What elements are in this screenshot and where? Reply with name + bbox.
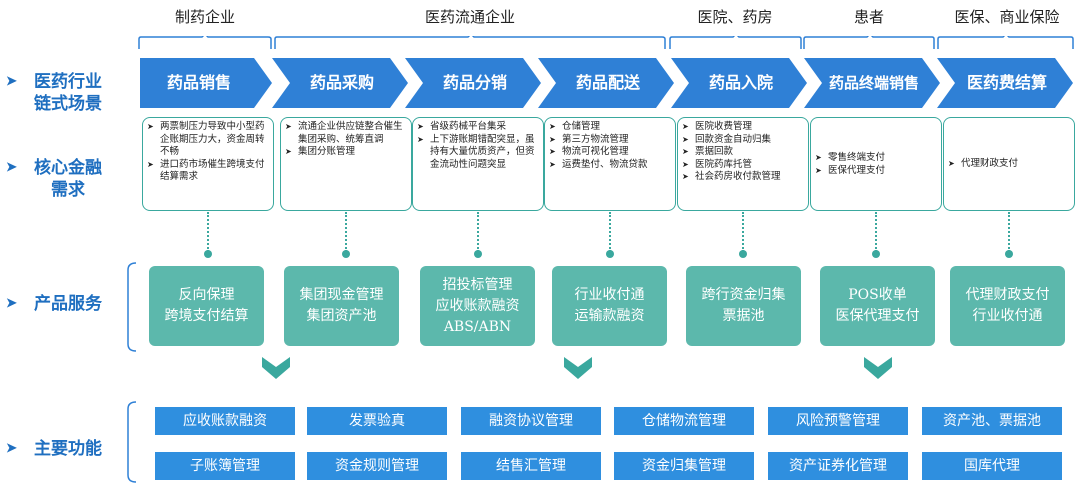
arrow-right-icon: ➤ <box>6 160 17 175</box>
function-tag: 资产池、票据池 <box>922 407 1062 435</box>
function-tag: 应收账款融资 <box>155 407 295 435</box>
need-box: 代理财政支付 <box>943 117 1075 211</box>
connector-dot <box>1005 250 1013 258</box>
need-box: 两票制压力导致中小型药企账期压力大，资金周转不畅进口药市场催生跨境支付结算需求 <box>142 117 274 211</box>
connector-dot <box>739 250 747 258</box>
need-box: 零售终端支付医保代理支付 <box>810 117 942 211</box>
stage-arrow: 药品配送 <box>538 58 674 108</box>
connector-line <box>207 212 209 252</box>
arrow-right-icon: ➤ <box>6 74 17 89</box>
product-card: POS收单医保代理支付 <box>820 266 935 346</box>
need-box: 医院收费管理回款资金自动归集票据回款医院药库托管社会药房收付款管理 <box>677 117 809 211</box>
function-tag: 子账簿管理 <box>155 452 295 480</box>
group-title: 医院、药房 <box>697 8 773 26</box>
connector-line <box>477 212 479 252</box>
product-card: 代理财政支付行业收付通 <box>950 266 1065 346</box>
connector-dot <box>606 250 614 258</box>
chevron-down-icon <box>864 357 892 379</box>
group-brace <box>803 36 935 49</box>
connector-dot <box>474 250 482 258</box>
stage-arrow: 医药费结算 <box>937 58 1073 108</box>
connector-line <box>1008 212 1010 252</box>
connector-line <box>345 212 347 252</box>
connector-line <box>609 212 611 252</box>
function-tag: 仓储物流管理 <box>614 407 754 435</box>
group-brace <box>138 36 272 49</box>
chevron-down-icon <box>262 357 290 379</box>
need-box: 流通企业供应链整合催生集团采购、统筹直调集团分账管理 <box>280 117 412 211</box>
group-braces <box>138 36 1074 49</box>
product-card: 跨行资金归集票据池 <box>686 266 801 346</box>
function-tag: 资金规则管理 <box>307 452 447 480</box>
stage-arrow: 药品入院 <box>671 58 807 108</box>
product-card: 行业收付通运输款融资 <box>552 266 667 346</box>
function-tag: 国库代理 <box>922 452 1062 480</box>
function-tag: 融资协议管理 <box>461 407 601 435</box>
product-card: 集团现金管理集团资产池 <box>284 266 399 346</box>
need-box: 仓储管理第三方物流管理物流可视化管理运费垫付、物流贷款 <box>544 117 676 211</box>
function-tag: 结售汇管理 <box>461 452 601 480</box>
chevron-down-icon <box>564 357 592 379</box>
product-row-brace <box>127 262 137 352</box>
stage-arrow: 药品分销 <box>405 58 541 108</box>
function-tag: 资金归集管理 <box>614 452 754 480</box>
stage-arrow: 药品销售 <box>140 58 272 108</box>
group-title: 制药企业 <box>174 8 235 26</box>
arrow-right-icon: ➤ <box>6 296 17 311</box>
group-title: 医保、商业保险 <box>954 8 1060 26</box>
group-title: 患者 <box>853 8 884 26</box>
need-box: 省级药械平台集采上下游账期错配突显，虽持有大量优质资产，但资金流动性问题突显 <box>412 117 544 211</box>
connector-dot <box>204 250 212 258</box>
connector-line <box>742 212 744 252</box>
function-row-brace <box>127 401 137 483</box>
connector-dot <box>872 250 880 258</box>
arrow-right-icon: ➤ <box>6 441 17 456</box>
group-brace <box>937 36 1074 49</box>
stage-arrow: 药品采购 <box>272 58 408 108</box>
function-tag: 资产证券化管理 <box>768 452 908 480</box>
stage-arrow: 药品终端销售 <box>804 58 940 108</box>
connector-line <box>875 212 877 252</box>
product-card: 反向保理跨境支付结算 <box>149 266 264 346</box>
connector-dot <box>342 250 350 258</box>
group-title: 医药流通企业 <box>424 8 515 26</box>
group-brace <box>669 36 802 49</box>
group-brace <box>274 36 666 49</box>
function-tag: 风险预警管理 <box>768 407 908 435</box>
function-tag: 发票验真 <box>307 407 447 435</box>
